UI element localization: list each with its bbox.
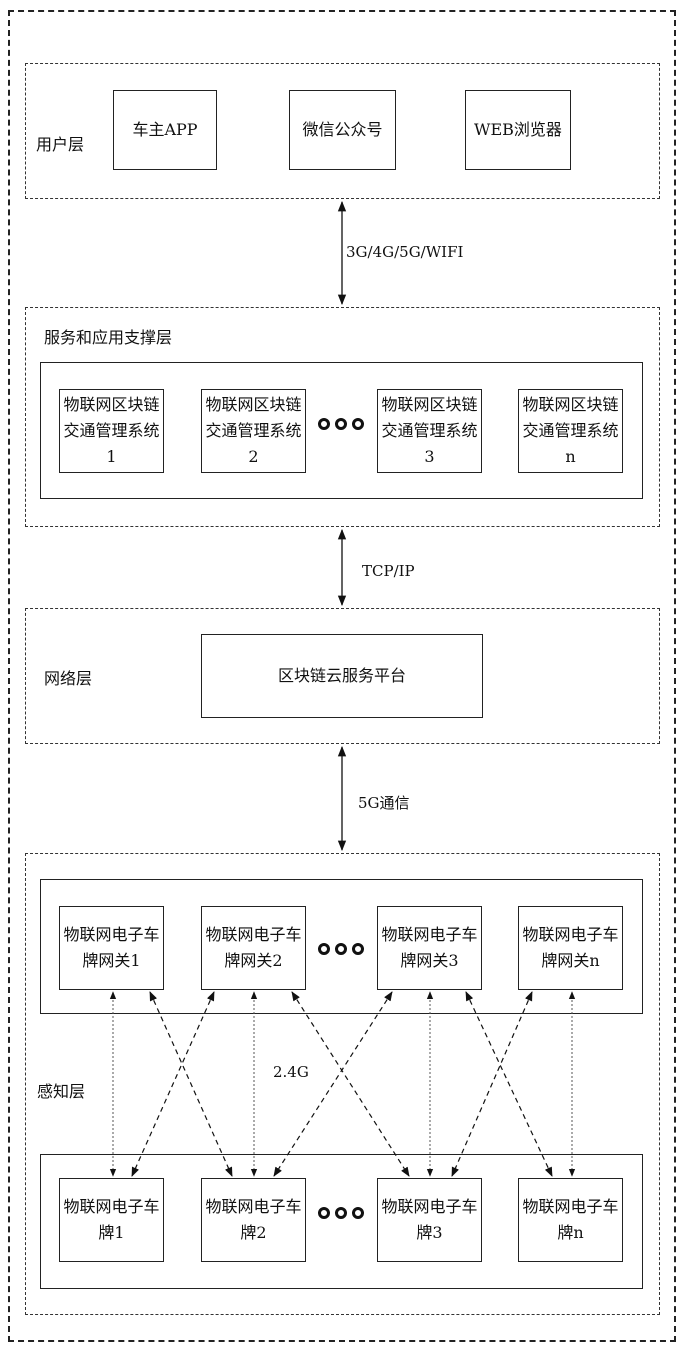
link-gw2-plate1 bbox=[132, 992, 214, 1176]
link-gw2-plate3 bbox=[292, 992, 409, 1176]
link-gw1-plate2 bbox=[150, 992, 232, 1176]
link-gw3-platen bbox=[466, 992, 552, 1176]
link-gwn-plate3 bbox=[452, 992, 532, 1176]
link-gw3-plate2 bbox=[274, 992, 392, 1176]
